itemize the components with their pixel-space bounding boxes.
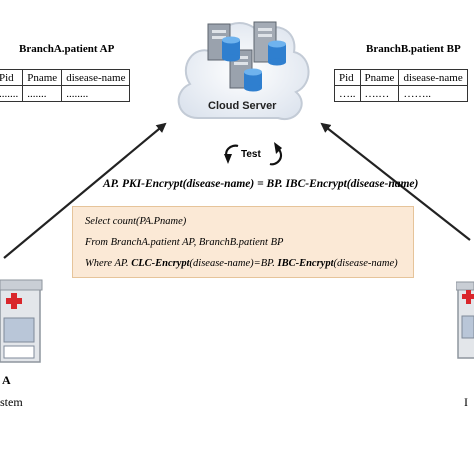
clc-encrypt-label: CLC-Encrypt bbox=[131, 258, 190, 269]
hospital-icon-left bbox=[0, 279, 43, 363]
where-prefix: Where AP. bbox=[85, 258, 132, 269]
test-label: Test bbox=[241, 149, 261, 160]
left-header-pname: Pname bbox=[22, 69, 63, 86]
right-table-title: BranchB.patient BP bbox=[366, 43, 461, 55]
right-header-pid: Pid bbox=[334, 69, 361, 86]
database-icon bbox=[222, 36, 240, 62]
cloud-icon bbox=[177, 21, 310, 121]
hospital-icon-right bbox=[456, 281, 474, 359]
database-icon bbox=[268, 40, 286, 66]
left-table-title: BranchA.patient AP bbox=[19, 43, 115, 55]
where-mid: (disease-name)=BP. bbox=[189, 258, 278, 269]
left-patient-table: Pid Pname disease-name ....... ....... .… bbox=[0, 69, 131, 102]
ibc-encrypt-label: IBC-Encrypt bbox=[277, 258, 334, 269]
test-cycle-icon bbox=[224, 142, 283, 166]
right-cell-pid: ….. bbox=[334, 85, 361, 102]
left-cell-pname: ....... bbox=[22, 85, 63, 102]
where-suffix: (disease-name) bbox=[333, 258, 398, 269]
right-arrow bbox=[320, 122, 471, 241]
database-icon bbox=[244, 68, 262, 92]
right-patient-table: Pid Pname disease-name ….. ….… …….. bbox=[334, 69, 468, 102]
right-cell-disease: …….. bbox=[398, 85, 468, 102]
right-cell-pname: ….… bbox=[359, 85, 400, 102]
right-header-disease: disease-name bbox=[398, 69, 468, 86]
hospital-left-system: stem bbox=[0, 395, 23, 409]
hospital-right-name: I bbox=[464, 395, 468, 409]
query-line-select: Select count(PA.Pname) bbox=[85, 216, 187, 227]
encryption-equation: AP. PKI-Encrypt(disease-name) = BP. IBC-… bbox=[103, 178, 419, 190]
query-line-from: From BranchA.patient AP, BranchB.patient… bbox=[85, 237, 284, 248]
cloud-server-label: Cloud Server bbox=[208, 100, 277, 112]
left-cell-pid: ....... bbox=[0, 85, 24, 102]
right-header-pname: Pname bbox=[359, 69, 400, 86]
sql-query-box: Select count(PA.Pname) From BranchA.pati… bbox=[72, 206, 414, 278]
left-header-disease: disease-name bbox=[61, 69, 131, 86]
left-cell-disease: ........ bbox=[61, 85, 131, 102]
left-arrow bbox=[3, 122, 167, 259]
query-line-where: Where AP. CLC-Encrypt(disease-name)=BP. … bbox=[85, 258, 398, 269]
left-header-pid: Pid bbox=[0, 69, 24, 86]
hospital-left-name: A bbox=[2, 373, 11, 387]
